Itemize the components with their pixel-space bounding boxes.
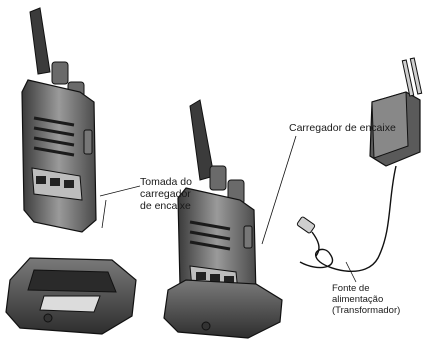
walkie-talkie-icon (21, 7, 97, 233)
leader-line-carregador (261, 135, 297, 245)
walkie-talkie-in-cradle-icon (163, 99, 283, 339)
label-fonte-line2: alimentação (332, 294, 384, 305)
label-tomada-do-carregador: Tomada do carregador de encaixe (140, 176, 220, 212)
label-fonte-line3: (Transformador) (332, 305, 401, 316)
label-carregador-de-encaixe: Carregador de encaixe (289, 122, 396, 134)
label-tomada-line3: de encaixe (140, 200, 191, 212)
leader-line-fonte (345, 261, 357, 283)
wall-adapter-icon (296, 57, 423, 273)
label-fonte-line1: Fonte de (332, 283, 370, 294)
charging-cradle-icon (5, 257, 137, 335)
label-fonte-de-alimentacao: Fonte de alimentação (Transformador) (332, 283, 428, 316)
label-tomada-line2: carregador (140, 188, 191, 200)
leader-line-tomada (99, 185, 141, 197)
label-tomada-line1: Tomada do (140, 176, 192, 188)
